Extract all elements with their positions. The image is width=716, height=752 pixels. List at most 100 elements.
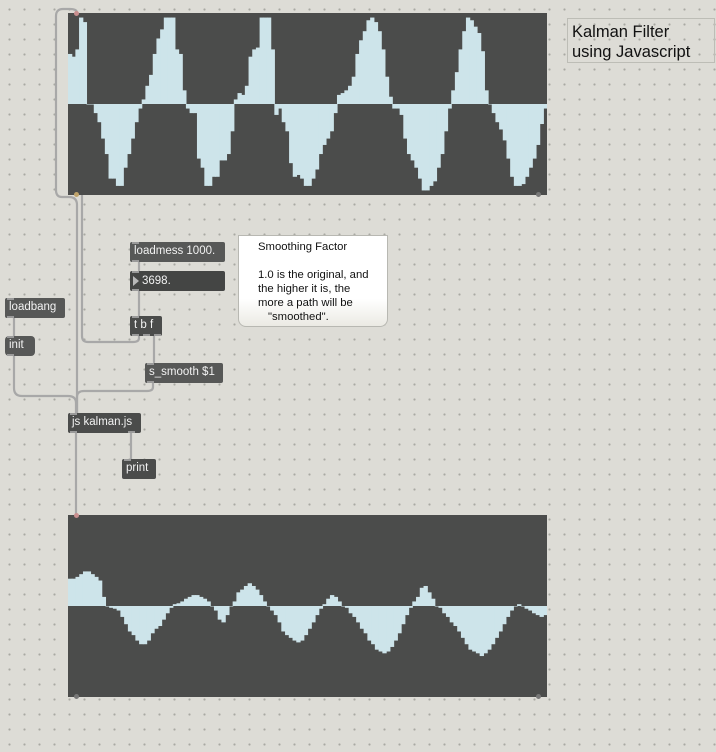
number-arrow-icon — [133, 276, 139, 286]
title-line-1: Kalman Filter — [572, 23, 670, 41]
scope-original-sample — [348, 85, 353, 104]
scope-original-sample — [86, 104, 91, 105]
scope-original-sample — [370, 17, 375, 104]
print-object[interactable]: print — [122, 459, 156, 479]
scope-smoothed[interactable] — [68, 513, 547, 699]
scope-original[interactable] — [68, 11, 547, 197]
scope-original-inlet[interactable] — [74, 11, 79, 16]
trigger-object[interactable]: t b f — [130, 316, 162, 336]
scope-smoothed-sample — [247, 583, 252, 606]
scope-original-sample — [79, 17, 84, 104]
scope-original-sample — [406, 104, 412, 155]
scope-original-sample — [270, 49, 275, 104]
scope-smoothed-sample — [300, 606, 305, 641]
scope-original-sample — [388, 96, 393, 104]
comment-heading: Smoothing Factor — [258, 241, 348, 253]
init-message[interactable]: init — [5, 336, 35, 356]
scope-original-sample — [403, 104, 408, 139]
scope-smoothed-sample — [240, 589, 245, 606]
scope-original-sample — [440, 104, 445, 155]
scope-smoothed-sample — [374, 606, 380, 650]
scope-smoothed-sample — [161, 606, 166, 620]
scope-smoothed-sample — [427, 592, 432, 606]
scope-smoothed-sample — [258, 595, 264, 606]
scope-original-plot — [68, 17, 547, 191]
scope-original-sample — [112, 104, 117, 179]
scope-smoothed-sample — [157, 606, 163, 627]
scope-smoothed-outlet-right[interactable] — [536, 694, 541, 699]
scope-original-sample — [484, 90, 489, 104]
scope-original-sample — [244, 85, 250, 104]
scope-smoothed-sample — [191, 595, 196, 606]
scope-smoothed-sample — [344, 606, 350, 608]
scope-smoothed-sample — [479, 606, 484, 657]
scope-smoothed-sample — [217, 606, 223, 620]
scope-original-sample — [263, 17, 268, 104]
smooth-message[interactable]: s_smooth $1 — [145, 363, 223, 383]
scope-original-sample — [488, 104, 493, 105]
scope-smoothed-sample — [333, 596, 339, 606]
scope-smoothed-sample — [457, 606, 462, 632]
scope-smoothed-inlet[interactable] — [74, 513, 79, 518]
scope-smoothed-sample — [236, 592, 241, 606]
scope-smoothed-sample — [255, 589, 260, 606]
scope-smoothed-sample — [109, 606, 114, 608]
scope-smoothed-sample — [75, 576, 80, 606]
scope-smoothed-sample — [154, 606, 159, 629]
scope-original-sample — [285, 104, 290, 132]
scope-smoothed-sample — [445, 606, 451, 617]
scope-smoothed-sample — [487, 606, 492, 650]
scope-smoothed-sample — [464, 606, 470, 645]
scope-original-sample — [174, 49, 180, 104]
scope-original-sample — [532, 104, 537, 159]
scope-original-sample — [248, 56, 253, 104]
scope-original-sample — [303, 104, 309, 186]
scope-original-sample — [513, 104, 519, 186]
scope-original-sample — [355, 53, 360, 104]
scope-original-sample — [510, 104, 515, 177]
scope-smoothed-sample — [270, 606, 275, 611]
scope-smoothed-sample — [285, 606, 290, 636]
scope-original-sample — [329, 104, 334, 132]
scope-smoothed-sample — [359, 606, 365, 629]
scope-original-sample — [539, 104, 544, 125]
scope-original-sample — [266, 17, 272, 104]
scope-smoothed-sample — [505, 606, 511, 617]
scope-original-sample — [469, 20, 474, 105]
scope-smoothed-sample — [139, 606, 144, 645]
scope-original-sample — [255, 47, 261, 104]
print-label: print — [126, 462, 149, 474]
scope-smoothed-sample — [202, 598, 208, 606]
scope-original-sample — [292, 104, 298, 177]
scope-smoothed-sample — [221, 606, 226, 623]
scope-smoothed-plot — [68, 571, 547, 657]
loadbang-object[interactable]: loadbang — [5, 298, 65, 318]
scope-smoothed-sample — [449, 606, 455, 623]
scope-original-sample — [447, 104, 452, 109]
scope-original-outlet-right[interactable] — [536, 192, 541, 197]
scope-smoothed-sample — [112, 606, 118, 609]
scope-original-sample — [366, 20, 371, 105]
smoothing-number-box[interactable]: 3698. — [130, 271, 225, 291]
scope-smoothed-outlet-left[interactable] — [74, 694, 79, 699]
loadmess-object[interactable]: loadmess 1000. — [130, 242, 225, 262]
scope-original-sample — [333, 104, 338, 114]
scope-smoothed-sample — [453, 606, 458, 627]
scope-original-sample — [241, 94, 246, 104]
scope-original-sample — [68, 53, 73, 104]
scope-smoothed-sample — [105, 606, 110, 607]
scope-smoothed-sample — [94, 576, 99, 606]
scope-original-sample — [167, 17, 172, 104]
scope-smoothed-sample — [337, 601, 342, 606]
scope-original-sample — [429, 104, 434, 186]
scope-smoothed-sample — [198, 596, 204, 606]
scope-smoothed-sample — [82, 571, 88, 606]
scope-original-sample — [436, 104, 441, 168]
scope-original-sample — [502, 104, 508, 141]
js-kalman-object[interactable]: js kalman.js — [68, 413, 141, 433]
scope-original-sample — [204, 104, 209, 186]
scope-smoothed-sample — [243, 585, 249, 606]
scope-smoothed-sample — [176, 603, 181, 606]
scope-original-outlet-left[interactable] — [74, 192, 79, 197]
scope-smoothed-sample — [68, 578, 73, 606]
